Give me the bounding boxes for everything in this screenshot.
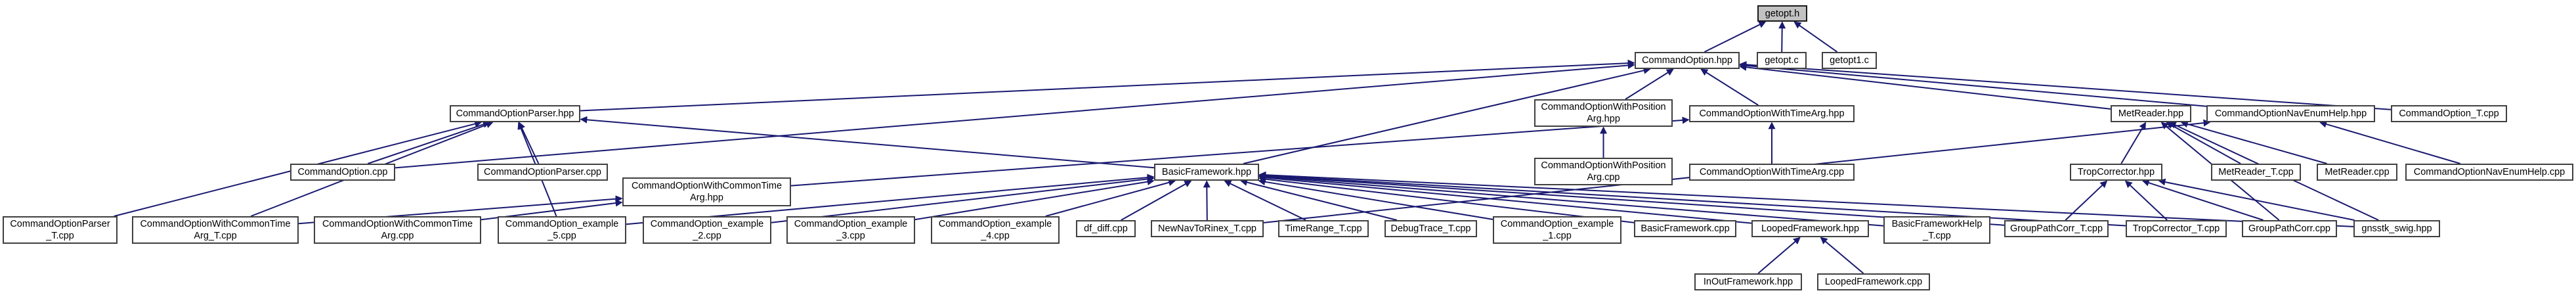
include-edge-BasicFrameworkHelp_T_cpp-to-BasicFramework_hpp (1258, 173, 1884, 227)
graph-node-MetReader_T_cpp[interactable]: MetReader_T.cpp (2211, 164, 2301, 181)
include-edge-LoopedFramework_cpp-to-LoopedFramework_hpp (1820, 237, 1864, 274)
graph-node-MetReader_hpp[interactable]: MetReader.hpp (2111, 105, 2191, 122)
include-edge-GroupPathCorr_T_cpp-to-BasicFramework_hpp (1258, 172, 2005, 226)
graph-node-BasicFramework_cpp[interactable]: BasicFramework.cpp (1634, 220, 1736, 237)
graph-node-CommandOption_example_5_cpp[interactable]: CommandOption_example _5.cpp (498, 216, 626, 244)
include-edge-getopt1_c-to-getopt_h (1793, 21, 1838, 53)
graph-node-CommandOptionWithCommonTimeArg_cpp[interactable]: CommandOptionWithCommonTime Arg.cpp (314, 216, 481, 244)
graph-node-GroupPathCorr_T_cpp[interactable]: GroupPathCorr_T.cpp (2004, 220, 2109, 237)
include-edge-CommandOptionWithPositionArg_hpp-to-CommandOption_hpp (1625, 68, 1674, 100)
graph-node-CommandOption_example_1_cpp[interactable]: CommandOption_example _1.cpp (1493, 216, 1621, 244)
graph-node-CommandOptionNavEnumHelp_hpp[interactable]: CommandOptionNavEnumHelp.hpp (2206, 105, 2375, 122)
graph-node-CommandOptionNavEnumHelp_cpp[interactable]: CommandOptionNavEnumHelp.cpp (2405, 164, 2573, 181)
graph-node-LoopedFramework_cpp[interactable]: LoopedFramework.cpp (1817, 273, 1930, 290)
graph-node-MetReader_cpp[interactable]: MetReader.cpp (2317, 164, 2397, 181)
include-edge-gnsstk_swig_hpp-to-TropCorrector_hpp (2158, 178, 2355, 221)
include-edge-gnsstk_swig_hpp-to-BasicFramework_hpp (1258, 171, 2354, 227)
include-edge-CommandOption_cpp-to-CommandOptionParser_hpp (367, 121, 490, 164)
graph-node-CommandOption_example_3_cpp[interactable]: CommandOption_example _3.cpp (786, 216, 915, 244)
graph-node-getopt1_c[interactable]: getopt1.c (1822, 52, 1877, 69)
graph-node-CommandOptionParser_hpp[interactable]: CommandOptionParser.hpp (450, 105, 580, 122)
include-edge-MetReader_T_cpp-to-MetReader_hpp (2166, 122, 2241, 164)
graph-node-GroupPathCorr_cpp[interactable]: GroupPathCorr.cpp (2242, 220, 2337, 237)
graph-node-TropCorrector_hpp[interactable]: TropCorrector.hpp (2070, 164, 2162, 181)
include-edge-MetReader_cpp-to-MetReader_hpp (2180, 120, 2327, 164)
graph-node-CommandOption_example_4_cpp[interactable]: CommandOption_example _4.cpp (931, 216, 1060, 244)
include-edge-BasicFramework_cpp-to-BasicFramework_hpp (1258, 175, 1635, 223)
include-edge-CommandOption_example_1_cpp-to-BasicFramework_hpp (1258, 178, 1493, 220)
include-edge-CommandOption_example_3_cpp-to-BasicFramework_hpp (914, 178, 1155, 221)
include-edge-CommandOption_example_2_cpp-to-BasicFramework_hpp (771, 175, 1155, 223)
graph-node-CommandOption_cpp[interactable]: CommandOption.cpp (290, 164, 395, 181)
include-edge-GroupPathCorr_T_cpp-to-TropCorrector_hpp (2065, 180, 2108, 221)
include-edge-CommandOption_cpp-to-CommandOption_hpp (395, 61, 1635, 169)
graph-node-TimeRange_T_cpp[interactable]: TimeRange_T.cpp (1278, 220, 1369, 237)
include-edge-CommandOption_T_cpp-to-CommandOption_hpp (1739, 60, 2392, 110)
graph-node-CommandOptionParser_T_cpp[interactable]: CommandOptionParser _T.cpp (3, 216, 118, 244)
graph-node-DebugTrace_T_cpp[interactable]: DebugTrace_T.cpp (1385, 220, 1477, 237)
graph-node-CommandOptionWithTimeArg_cpp[interactable]: CommandOptionWithTimeArg.cpp (1689, 164, 1855, 181)
include-edge-BasicFramework_hpp-to-CommandOptionParser_hpp (580, 116, 1155, 169)
include-edge-df_diff_cpp-to-BasicFramework_hpp (1121, 180, 1192, 221)
graph-node-getopt_h[interactable]: getopt.h (1757, 5, 1807, 22)
graph-node-NewNavToRinex_T_cpp[interactable]: NewNavToRinex_T.cpp (1151, 220, 1264, 237)
graph-node-CommandOptionWithTimeArg_hpp[interactable]: CommandOptionWithTimeArg.hpp (1689, 105, 1855, 122)
graph-node-gnsstk_swig_hpp[interactable]: gnsstk_swig.hpp (2353, 220, 2440, 237)
graph-node-CommandOptionParser_cpp[interactable]: CommandOptionParser.cpp (477, 164, 608, 181)
graph-node-LoopedFramework_hpp[interactable]: LoopedFramework.hpp (1751, 220, 1869, 237)
graph-node-CommandOptionWithCommonTimeArg_T_cpp[interactable]: CommandOptionWithCommonTime Arg_T.cpp (132, 216, 299, 244)
include-edge-CommandOptionParser_hpp-to-CommandOption_hpp (580, 59, 1635, 112)
graph-node-TropCorrector_T_cpp[interactable]: TropCorrector_T.cpp (2126, 220, 2227, 237)
graph-node-CommandOptionWithCommonTimeArg_hpp[interactable]: CommandOptionWithCommonTime Arg.hpp (622, 177, 791, 206)
include-edge-CommandOption_hpp-to-getopt_h (1704, 21, 1767, 53)
include-edge-CommandOptionWithTimeArg_hpp-to-CommandOption_hpp (1700, 68, 1759, 106)
graph-node-getopt_c[interactable]: getopt.c (1757, 52, 1807, 69)
graph-node-CommandOption_hpp[interactable]: CommandOption.hpp (1635, 52, 1740, 69)
include-edge-MetReader_hpp-to-CommandOption_hpp (1739, 63, 2111, 110)
include-edge-TimeRange_T_cpp-to-BasicFramework_hpp (1224, 180, 1306, 221)
graph-node-BasicFramework_hpp[interactable]: BasicFramework.hpp (1154, 164, 1259, 181)
include-edge-GroupPathCorr_cpp-to-TropCorrector_hpp (2141, 179, 2264, 221)
graph-node-CommandOptionWithPositionArg_cpp[interactable]: CommandOptionWithPosition Arg.cpp (1534, 158, 1673, 185)
include-edge-CommandOptionNavEnumHelp_hpp-to-CommandOption_hpp (1739, 62, 2207, 107)
include-edge-LoopedFramework_hpp-to-BasicFramework_hpp (1258, 173, 1752, 224)
graph-node-df_diff_cpp[interactable]: df_diff.cpp (1076, 220, 1136, 237)
include-edge-InOutFramework_hpp-to-LoopedFramework_hpp (1757, 237, 1801, 274)
include-edge-TropCorrector_T_cpp-to-TropCorrector_hpp (2124, 180, 2168, 221)
include-edge-CommandOption_example_4_cpp-to-BasicFramework_hpp (1045, 179, 1176, 217)
graph-node-CommandOption_example_2_cpp[interactable]: CommandOption_example _2.cpp (643, 216, 771, 244)
include-edge-CommandOptionNavEnumHelp_cpp-to-CommandOptionNavEnumHelp_hpp (2319, 120, 2461, 164)
graph-node-CommandOptionWithPositionArg_hpp[interactable]: CommandOptionWithPosition Arg.hpp (1534, 99, 1673, 127)
graph-node-InOutFramework_hpp[interactable]: InOutFramework.hpp (1694, 273, 1802, 290)
graph-node-BasicFrameworkHelp_T_cpp[interactable]: BasicFrameworkHelp _T.cpp (1883, 216, 1990, 244)
graph-node-CommandOption_T_cpp[interactable]: CommandOption_T.cpp (2391, 105, 2507, 122)
include-edge-CommandOptionWithCommonTimeArg_hpp-to-CommandOptionWithTimeArg_hpp (790, 116, 1690, 187)
include-edge-DebugTrace_T_cpp-to-BasicFramework_hpp (1239, 179, 1398, 221)
